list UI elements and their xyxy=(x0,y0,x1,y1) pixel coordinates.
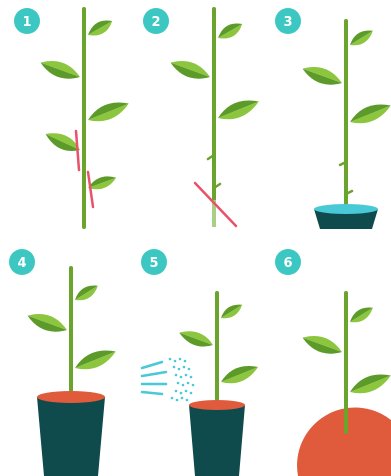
spray-droplet xyxy=(169,358,172,361)
leaf-icon xyxy=(347,369,391,399)
spray-droplet xyxy=(181,397,184,400)
spray-droplet xyxy=(173,366,176,369)
leaf-icon xyxy=(168,56,213,84)
leaf-icon xyxy=(25,309,70,337)
leaf-icon xyxy=(215,95,261,125)
leaf-icon xyxy=(85,97,131,127)
leaf-icon xyxy=(215,19,245,43)
step-2-panel: 2 xyxy=(143,8,262,227)
spray-droplet xyxy=(175,390,178,393)
leaf-icon xyxy=(347,26,376,50)
spray-droplet xyxy=(177,382,180,385)
spray-droplet xyxy=(180,376,183,379)
spray-droplet xyxy=(188,368,191,371)
leaf-icon xyxy=(347,99,391,129)
spray-droplet xyxy=(192,384,195,387)
spray-droplet xyxy=(184,360,187,363)
spray-droplets xyxy=(169,358,195,402)
spray-droplet xyxy=(176,399,179,402)
leaf-icon xyxy=(218,361,260,389)
spray-droplet xyxy=(190,376,193,379)
cut-line-icon xyxy=(88,172,93,207)
spray-droplet xyxy=(183,366,186,369)
spray-droplet xyxy=(182,384,185,387)
step-3-panel: 3 xyxy=(275,8,391,229)
spray-droplet xyxy=(178,368,181,371)
step-6-panel: 6 xyxy=(275,249,391,476)
pot-icon xyxy=(189,400,245,476)
spray-droplet xyxy=(190,392,193,395)
leaf-icon xyxy=(85,16,115,40)
step-5-number: 5 xyxy=(149,256,158,271)
spray-droplet xyxy=(175,374,178,377)
spray-mist-icon xyxy=(142,358,194,402)
spray-droplet xyxy=(185,390,188,393)
step-3-number: 3 xyxy=(283,15,292,30)
step-2-number: 2 xyxy=(151,15,160,30)
cut-line-icon xyxy=(76,131,79,170)
step-1-number: 1 xyxy=(22,15,31,30)
water-dish-icon xyxy=(314,204,378,229)
spray-droplet xyxy=(185,374,188,377)
leaf-icon xyxy=(300,331,345,359)
leaf-icon xyxy=(72,281,101,305)
spray-droplet xyxy=(180,392,183,395)
leaf-icon xyxy=(347,303,376,327)
leaf-icon xyxy=(300,62,345,90)
step-5-panel: 5 xyxy=(141,249,261,476)
spray-droplet xyxy=(186,399,189,402)
leaf-icon xyxy=(218,301,245,323)
leaf-icon xyxy=(72,345,118,375)
step-4-number: 4 xyxy=(17,256,26,271)
spray-droplet xyxy=(171,397,174,400)
step-4-panel: 4 xyxy=(9,249,119,476)
spray-droplet xyxy=(179,358,182,361)
spray-droplet xyxy=(187,382,190,385)
spray-droplet xyxy=(174,360,177,363)
leaf-icon xyxy=(38,56,83,84)
step-6-number: 6 xyxy=(283,256,292,271)
step-1-panel: 1 xyxy=(14,8,132,227)
leaf-icon xyxy=(177,327,215,352)
pot-icon xyxy=(37,391,105,476)
